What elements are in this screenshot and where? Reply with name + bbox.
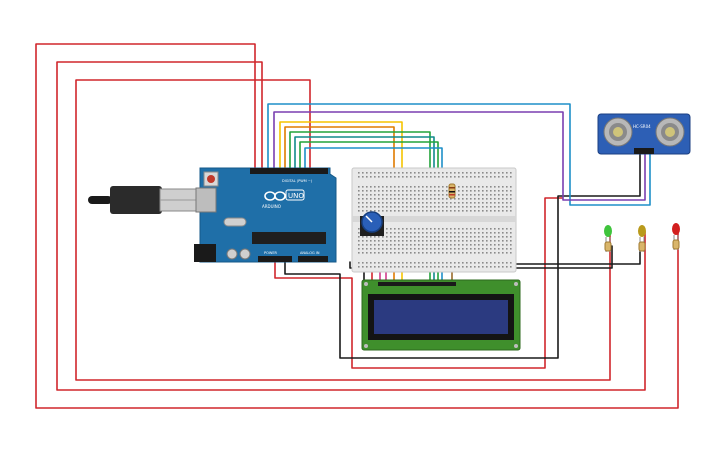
arduino-logo: [264, 189, 305, 201]
capacitor-2: [239, 248, 251, 260]
lcd-header: [378, 282, 456, 286]
wire-blue-trig: [267, 103, 651, 206]
capacitor-1: [226, 248, 238, 260]
wire-black-ground-1: [284, 153, 641, 359]
arduino-board: [199, 167, 337, 263]
power-label: POWER: [264, 251, 278, 255]
potentiometer[interactable]: [360, 211, 384, 236]
breadboard[interactable]: [351, 167, 517, 273]
usb-cable: [88, 186, 203, 214]
arduino-uno[interactable]: UNO ARDUINO DIGITAL (PWM ~) POWER ANALOG…: [194, 167, 337, 263]
breadboard-holes: [358, 172, 512, 268]
microcontroller-chip: [252, 232, 326, 244]
yellow-led-resistor: [638, 241, 646, 252]
wire-red-power-1: [274, 197, 563, 369]
usb-jack: [195, 187, 217, 213]
yellow-led[interactable]: [638, 225, 646, 252]
lcd-display: [361, 279, 521, 351]
green-led[interactable]: [604, 225, 612, 252]
usb-cable-tail: [88, 196, 112, 204]
crystal: [223, 217, 247, 227]
lcd-screen: [374, 300, 508, 334]
ultrasonic-sensor[interactable]: HC-SR04: [597, 113, 691, 155]
power-jack: [194, 244, 216, 262]
arduino-brand-text: ARDUINO: [262, 204, 281, 209]
usb-cable-plug: [110, 186, 162, 214]
digital-header[interactable]: [250, 168, 328, 174]
resistor: [448, 183, 456, 199]
wire-red-outer-1: [35, 43, 679, 409]
power-header[interactable]: [258, 256, 292, 262]
analog-header[interactable]: [298, 256, 328, 262]
wire-purple-echo: [273, 111, 646, 201]
analog-label: ANALOG IN: [300, 251, 320, 255]
wire-red-outer-3: [75, 79, 611, 381]
ultrasonic-model-text: HC-SR04: [633, 124, 651, 129]
green-led-resistor: [604, 241, 612, 252]
arduino-logo-text: UNO: [288, 192, 304, 200]
ultrasonic-pins: [634, 148, 654, 154]
red-led-resistor: [672, 239, 680, 250]
digital-label: DIGITAL (PWM ~): [282, 179, 313, 183]
red-led[interactable]: [672, 223, 680, 250]
